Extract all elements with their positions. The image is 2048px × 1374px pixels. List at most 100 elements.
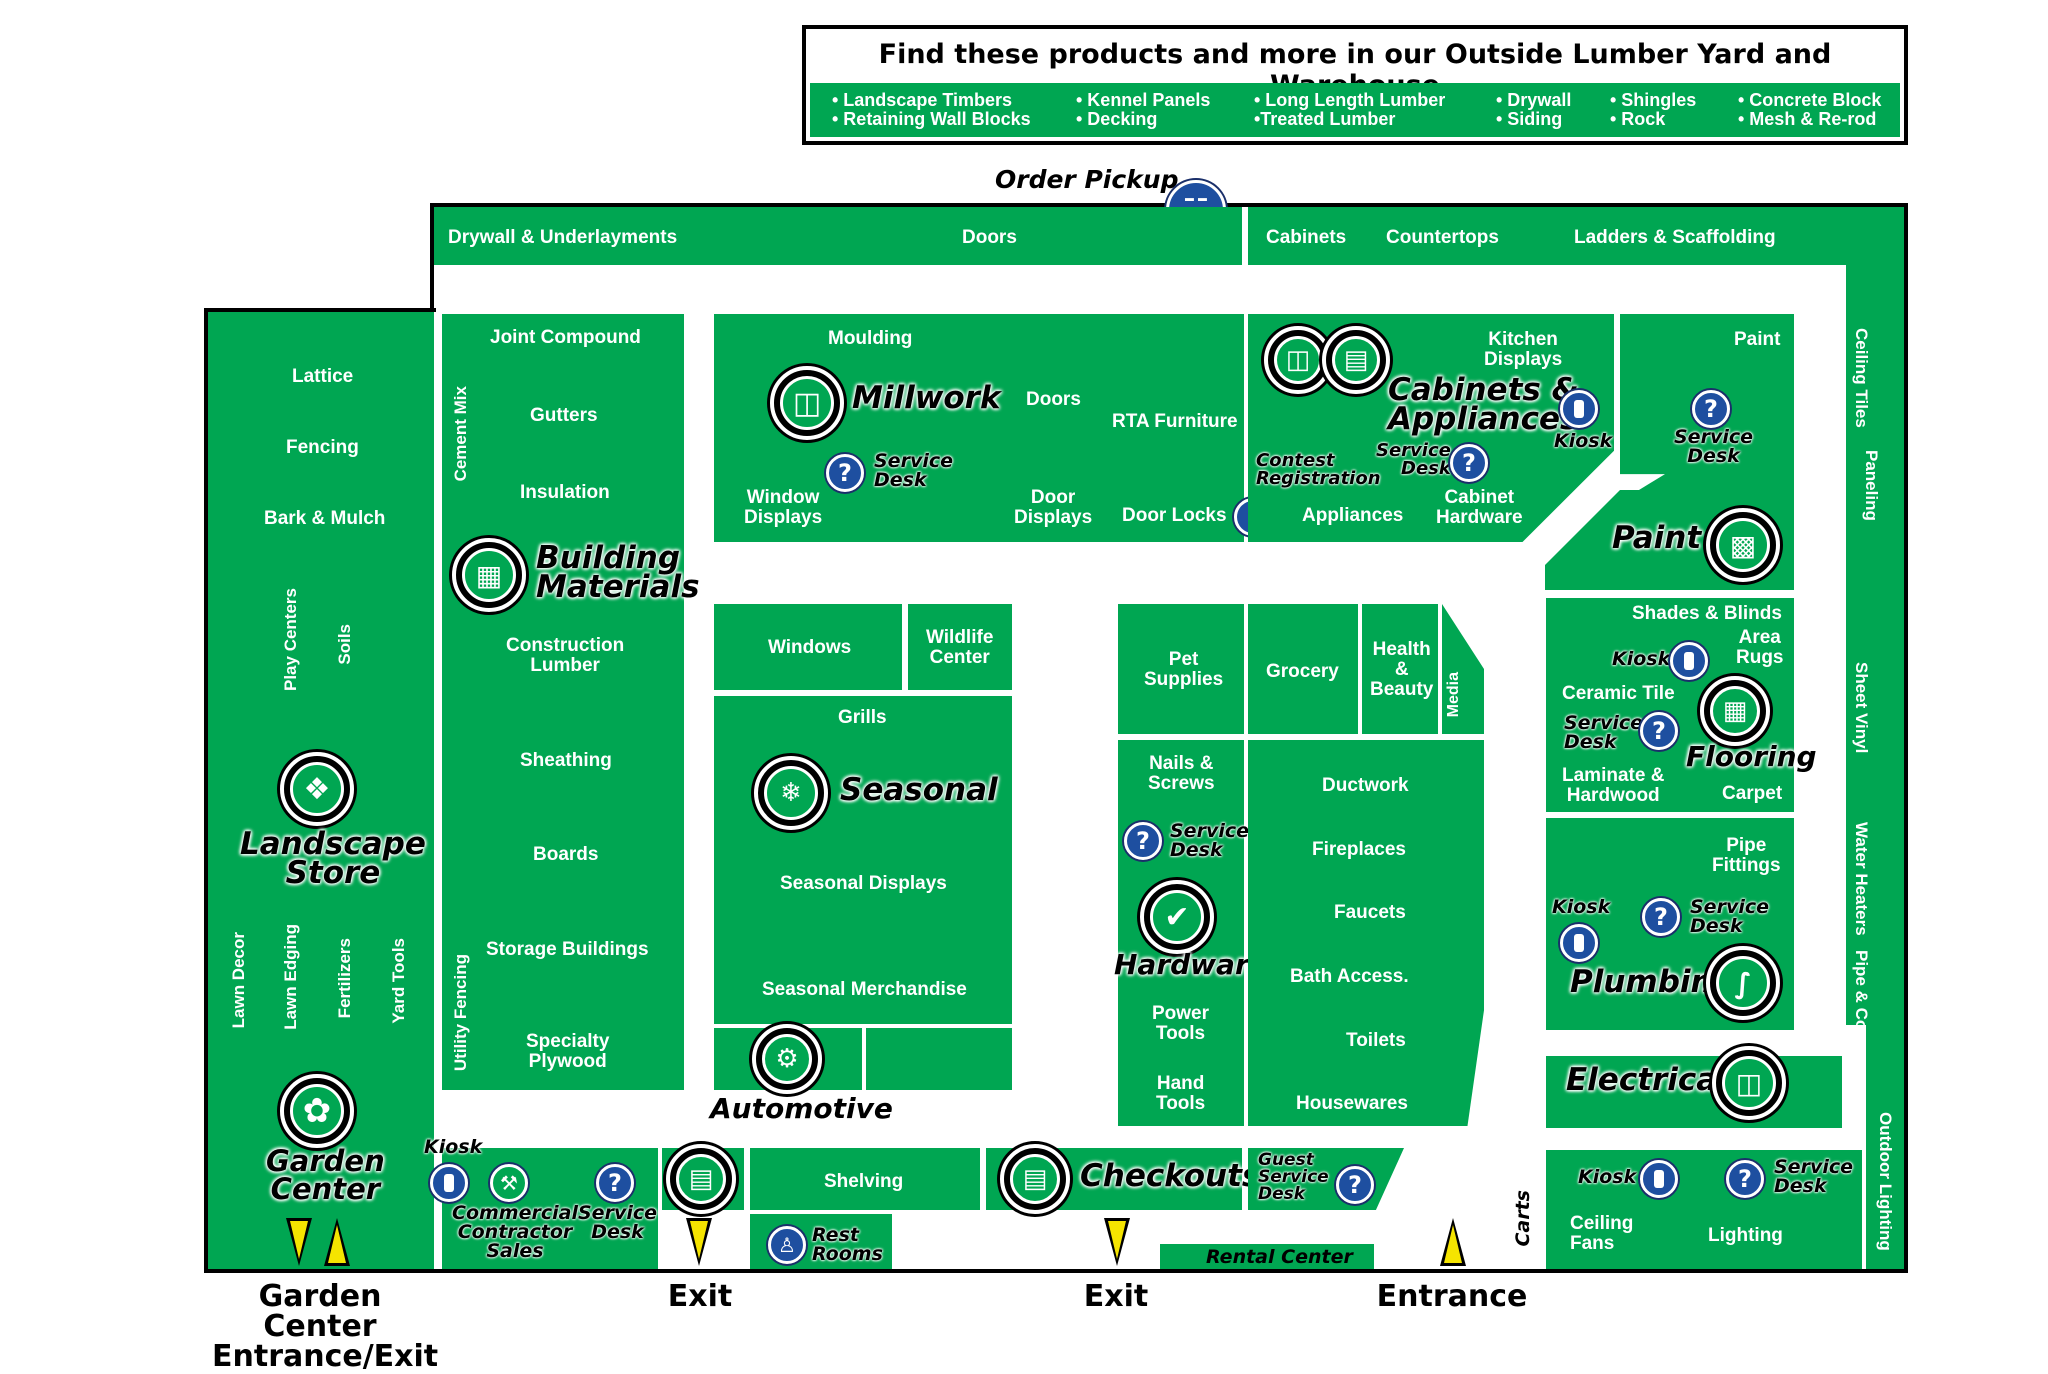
hardware-service-desk-icon[interactable]: ? [1124,822,1162,860]
lattice-label: Lattice [292,366,354,387]
order-pickup-label: Order Pickup [995,165,1179,194]
building-materials-icon[interactable]: ▦ [452,538,526,612]
cabinets-kiosk-icon[interactable] [1560,390,1598,428]
millwork-title: Millwork [852,380,1001,416]
construction-lumber: Construction Lumber [506,635,625,676]
garden-center-icon[interactable]: ✿ [280,1074,354,1148]
window-displays: Window Displays [744,487,823,528]
banner-col-6: • Concrete Block• Mesh & Re-rod [1738,90,1882,129]
electrical-area [1546,1056,1842,1128]
laminate-hardwood: Laminate & Hardwood [1562,765,1665,806]
water-heaters: Water Heaters [1851,822,1871,936]
rental-center-area [1160,1244,1374,1269]
cabinets-service-desk: Service Desk [1376,440,1451,479]
fireplaces-label: Fireplaces [1312,839,1406,860]
paint-small-label: Paint [1734,329,1781,350]
seasonal-icon[interactable]: ❄ [754,756,828,830]
hardware-icon[interactable]: ✔ [1140,880,1214,954]
cabinets-label: Cabinets [1266,227,1347,248]
ceramic-tile: Ceramic Tile [1562,683,1675,704]
entrance-arrow[interactable] [1440,1218,1466,1266]
top-wall-strip-right [1248,207,1904,265]
countertops-label: Countertops [1386,227,1499,248]
flooring-service-desk: Service Desk [1564,712,1643,753]
garden-exit-arrow[interactable] [324,1218,350,1266]
seasonal-lower-area [866,1028,1012,1090]
ductwork-label: Ductwork [1322,775,1409,796]
automotive-icon[interactable]: ⚙ [752,1024,822,1094]
exit-right-arrow[interactable] [1104,1218,1130,1266]
pet-supplies-area [1118,604,1244,734]
rest-rooms-icon[interactable]: ♙ [768,1226,806,1264]
exit-right-label: Exit [1083,1279,1149,1314]
health-beauty-area [1362,604,1438,734]
sheathing-label: Sheathing [520,750,612,771]
insulation-label: Insulation [520,482,610,503]
contractor-sales-icon[interactable]: ⚒ [490,1164,528,1202]
seasonal-displays: Seasonal Displays [780,873,947,894]
fertilizers-label: Fertilizers [335,938,354,1019]
paneling-label: Paneling [1861,450,1881,521]
sheet-vinyl: Sheet Vinyl [1851,662,1871,754]
millwork-icon[interactable]: ◫ [770,366,844,440]
millwork-service-desk-icon[interactable]: ? [826,454,864,492]
doors-top: Doors [962,227,1017,248]
flooring-service-desk-icon[interactable]: ? [1640,712,1678,750]
appliances-icon[interactable]: ▤ [1322,326,1390,394]
front-kiosk-icon[interactable] [430,1164,468,1202]
carpet-label: Carpet [1722,783,1783,804]
paint-service-desk: Service Desk [1674,426,1753,467]
plumbing-kiosk-icon[interactable] [1560,924,1598,962]
banner-col-1: • Landscape Timbers• Retaining Wall Bloc… [832,90,1031,129]
front-kiosk: Kiosk [424,1136,483,1158]
seasonal-merchandise: Seasonal Merchandise [762,979,967,1000]
guest-service-desk-icon[interactable]: ? [1336,1166,1374,1204]
banner-col-3: • Long Length Lumber•Treated Lumber [1254,90,1446,129]
garden-center-title: Garden Center [266,1144,385,1206]
landscape-store-icon[interactable]: ❖ [280,752,354,826]
flooring-kiosk-icon[interactable] [1670,642,1708,680]
checkouts-title: Checkouts [1080,1158,1261,1194]
cabinets-service-desk-icon[interactable]: ? [1450,444,1488,482]
building-materials-area [442,314,684,1090]
lighting-service-desk: Service Desk [1774,1156,1853,1197]
specialty-plywood: Specialty Plywood [526,1031,610,1072]
boards-label: Boards [533,844,599,865]
cement-mix: Cement Mix [451,386,470,482]
carts-label: Carts [1512,1190,1534,1247]
grocery-area [1248,604,1358,734]
plumbing-service-desk-icon[interactable]: ? [1642,898,1680,936]
exit-left-label: Exit [667,1279,733,1314]
front-service-desk-icon[interactable]: ? [596,1164,634,1202]
garden-center-entrance-exit: Garden Center Entrance/Exit [212,1279,439,1374]
front-service-desk: Service Desk [578,1202,657,1243]
hand-tools: Hand Tools [1156,1073,1206,1114]
housewares-area [1248,740,1484,1126]
power-tools: Power Tools [1152,1003,1210,1044]
cabinet-hardware: Cabinet Hardware [1436,487,1523,528]
store-outline-garden [204,308,436,1273]
commercial-contractor-sales: Commercial Contractor Sales [452,1202,578,1262]
checkouts-icon[interactable]: ▤ [1000,1144,1070,1214]
lighting-kiosk-icon[interactable] [1640,1160,1678,1198]
checkout-left-icon[interactable]: ▤ [666,1144,736,1214]
plumbing-icon[interactable]: ∫ [1706,946,1780,1020]
cabinets-icon[interactable]: ◫ [1264,326,1332,394]
flooring-icon[interactable]: ▦ [1700,676,1770,746]
lighting-service-desk-icon[interactable]: ? [1726,1160,1764,1198]
top-wall-strip-left [434,207,1242,265]
hardware-service-desk: Service Desk [1170,820,1249,861]
electrical-icon[interactable]: ◫ [1712,1046,1786,1120]
kitchen-displays: Kitchen Displays [1484,329,1563,370]
garden-entry-arrow[interactable] [286,1218,312,1266]
housewares-label: Housewares [1296,1093,1408,1114]
flooring-kiosk: Kiosk [1612,648,1671,670]
paint-service-desk-icon[interactable]: ? [1692,390,1730,428]
lawn-decor-label: Lawn Decor [229,932,248,1029]
rta-furniture: RTA Furniture [1112,411,1238,432]
exit-left-arrow[interactable] [686,1218,712,1266]
bath-access: Bath Access. [1290,966,1409,987]
paint-icon[interactable]: ▩ [1706,508,1780,582]
banner-col-4: • Drywall• Siding [1496,90,1572,129]
shelving-area [750,1148,980,1210]
